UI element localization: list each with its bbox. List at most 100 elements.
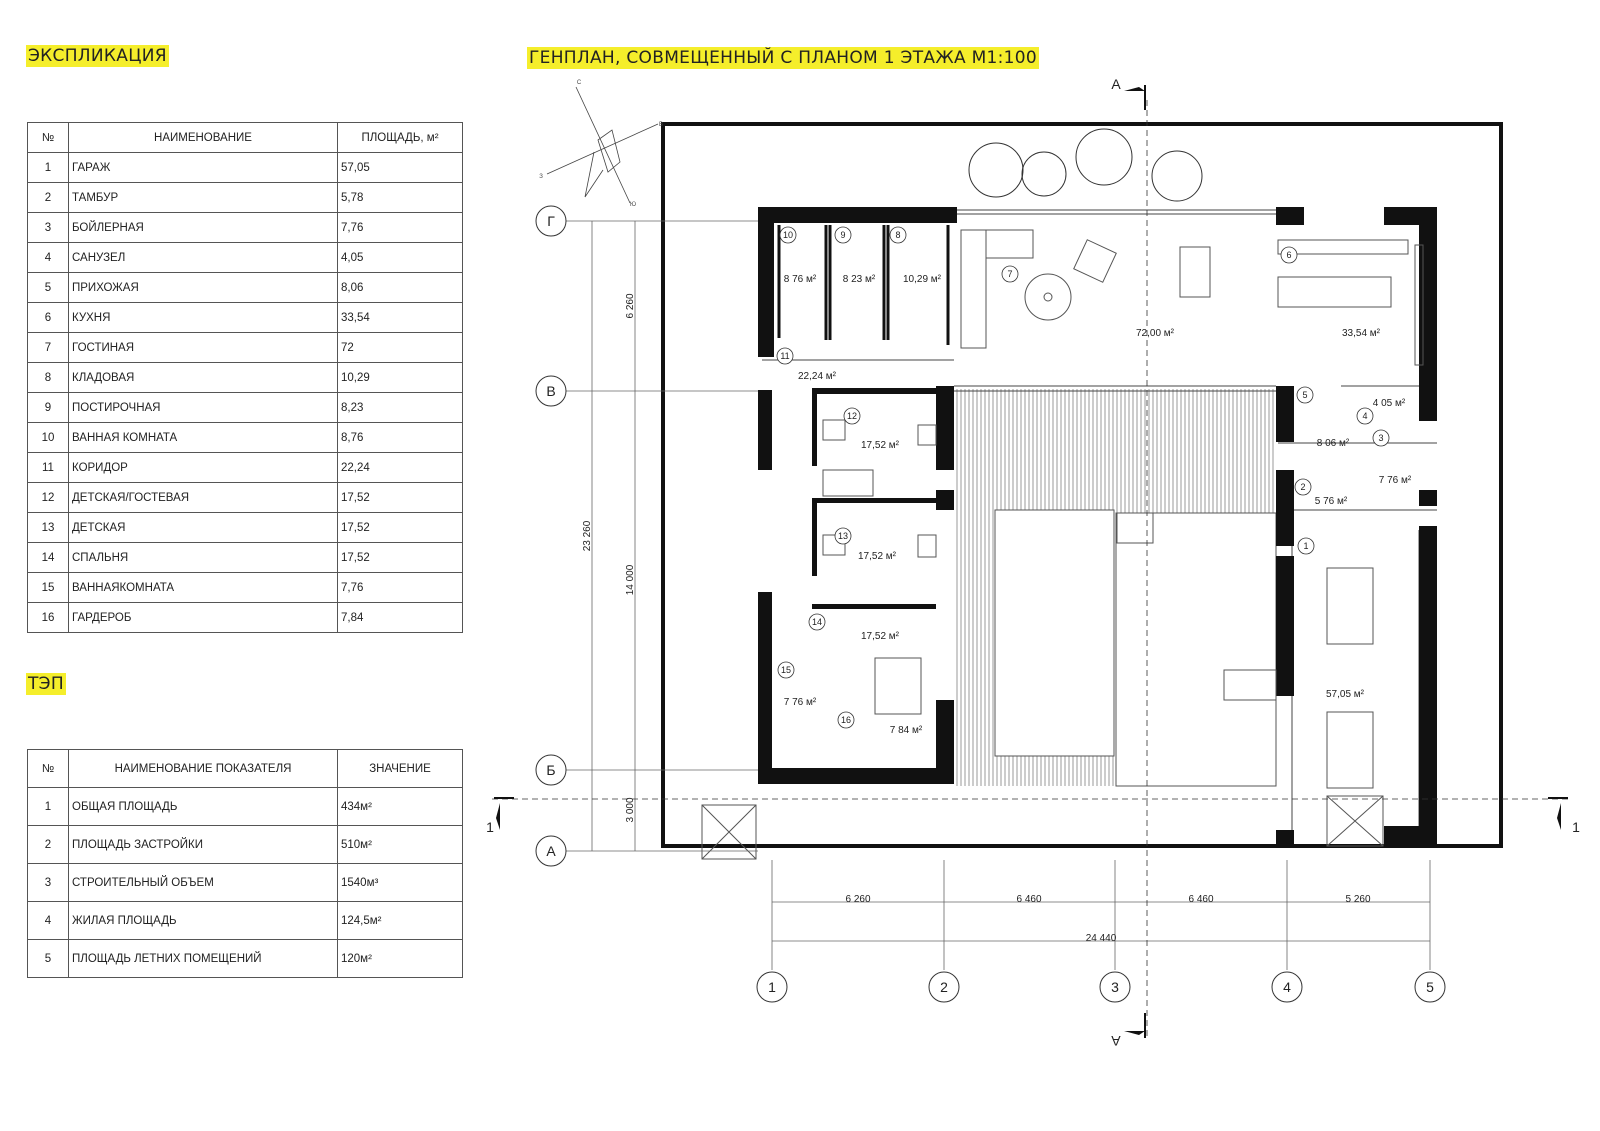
room-number: 8 [895,230,900,240]
tree [968,142,1024,198]
cell-name: КОРИДОР [68,452,338,483]
axis-bubble [1414,971,1446,1003]
room-number: 9 [840,230,845,240]
axis-label-5: 5 [1426,979,1434,995]
wall [1419,207,1437,421]
cell-name: ДЕТСКАЯ [68,512,338,543]
tree [1151,150,1203,202]
explication-title: ЭКСПЛИКАЦИЯ [26,45,169,67]
wall [1384,826,1419,846]
room-number: 12 [847,411,857,421]
axis-bubble [535,835,567,867]
cell-num: 2 [27,182,69,213]
section-label-right: 1 [1572,819,1580,835]
room-number: 6 [1286,250,1291,260]
room-area: 17,52 м² [861,631,900,642]
cell-value: 7,84 [337,602,463,633]
cell-value: 510м² [337,825,463,864]
room-area: 5 76 м² [1315,496,1348,507]
cell-num: 13 [27,512,69,543]
cell-value: 22,24 [337,452,463,483]
cell-num: 10 [27,422,69,453]
wall [758,207,774,357]
wall [812,604,936,609]
wall [812,498,817,576]
room-area: 7 76 м² [784,697,817,708]
cell-num: 16 [27,602,69,633]
cell-name: ОБЩАЯ ПЛОЩАДЬ [68,787,338,826]
section-label-bottom: А [1111,1033,1121,1049]
furniture [701,229,1424,860]
courtyard [1115,512,1277,787]
dim-b-a: 3 000 [625,797,636,822]
dim-4-5: 5 260 [1345,894,1370,905]
axis-bubble [535,205,567,237]
room-number: 4 [1362,411,1367,421]
axis-label-g: Г [547,213,555,229]
room-area: 8 23 м² [843,274,876,285]
cell-name: ПЛОЩАДЬ ЛЕТНИХ ПОМЕЩЕНИЙ [68,939,338,978]
compass-labels: С В Ю З [539,80,663,208]
room-number: 14 [812,617,822,627]
cell-name: ВАННАЯ КОМНАТА [68,422,338,453]
axis-label-2: 2 [940,979,948,995]
axis-lines [566,220,1431,970]
wall [758,592,772,784]
cell-name: КУХНЯ [68,302,338,333]
axis-label-3: 3 [1111,979,1119,995]
wall [812,388,817,466]
room-number: 10 [783,230,793,240]
dim-g-v: 6 260 [625,293,636,318]
cell-value: 17,52 [337,542,463,573]
north-arrow [546,86,659,204]
col-header-num: № [27,749,69,788]
dim-1-2: 6 260 [845,894,870,905]
axis-label-v: В [546,383,555,399]
cell-name: ГАРДЕРОБ [68,602,338,633]
wall [758,390,772,470]
svg-text:С: С [577,80,582,86]
col-header-num: № [27,122,69,153]
svg-text:З: З [539,174,543,180]
axis-bubble [928,971,960,1003]
dim-3-4: 6 460 [1188,894,1213,905]
cell-num: 5 [27,939,69,978]
room-area: 8 06 м² [1317,438,1350,449]
dim-left-total: 23 260 [582,520,593,551]
dim-2-3: 6 460 [1016,894,1041,905]
room-number: 16 [841,715,851,725]
axis-label-b: Б [546,762,555,778]
tree [1021,151,1067,197]
room-area: 7 76 м² [1379,475,1412,486]
section-arrows [494,85,1568,1038]
site-boundary [661,122,1503,848]
room-number: 13 [838,531,848,541]
col-header-indicator: НАИМЕНОВАНИЕ ПОКАЗАТЕЛЯ [68,749,338,788]
cell-name: ДЕТСКАЯ/ГОСТЕВАЯ [68,482,338,513]
wall [1276,830,1294,846]
section-label-left: 1 [486,819,494,835]
wall [1276,386,1294,442]
wall [936,700,954,784]
cell-name: ПОСТИРОЧНАЯ [68,392,338,423]
cell-name: СТРОИТЕЛЬНЫЙ ОБЪЕМ [68,863,338,902]
wall [758,207,957,223]
cell-name: БОЙЛЕРНАЯ [68,212,338,243]
plan-title: ГЕНПЛАН, СОВМЕЩЕННЫЙ С ПЛАНОМ 1 ЭТАЖА М1… [527,47,1040,69]
room-area: 22,24 м² [798,371,837,382]
tree [1075,128,1133,186]
wall [936,490,954,510]
room-number: 7 [1007,269,1012,279]
